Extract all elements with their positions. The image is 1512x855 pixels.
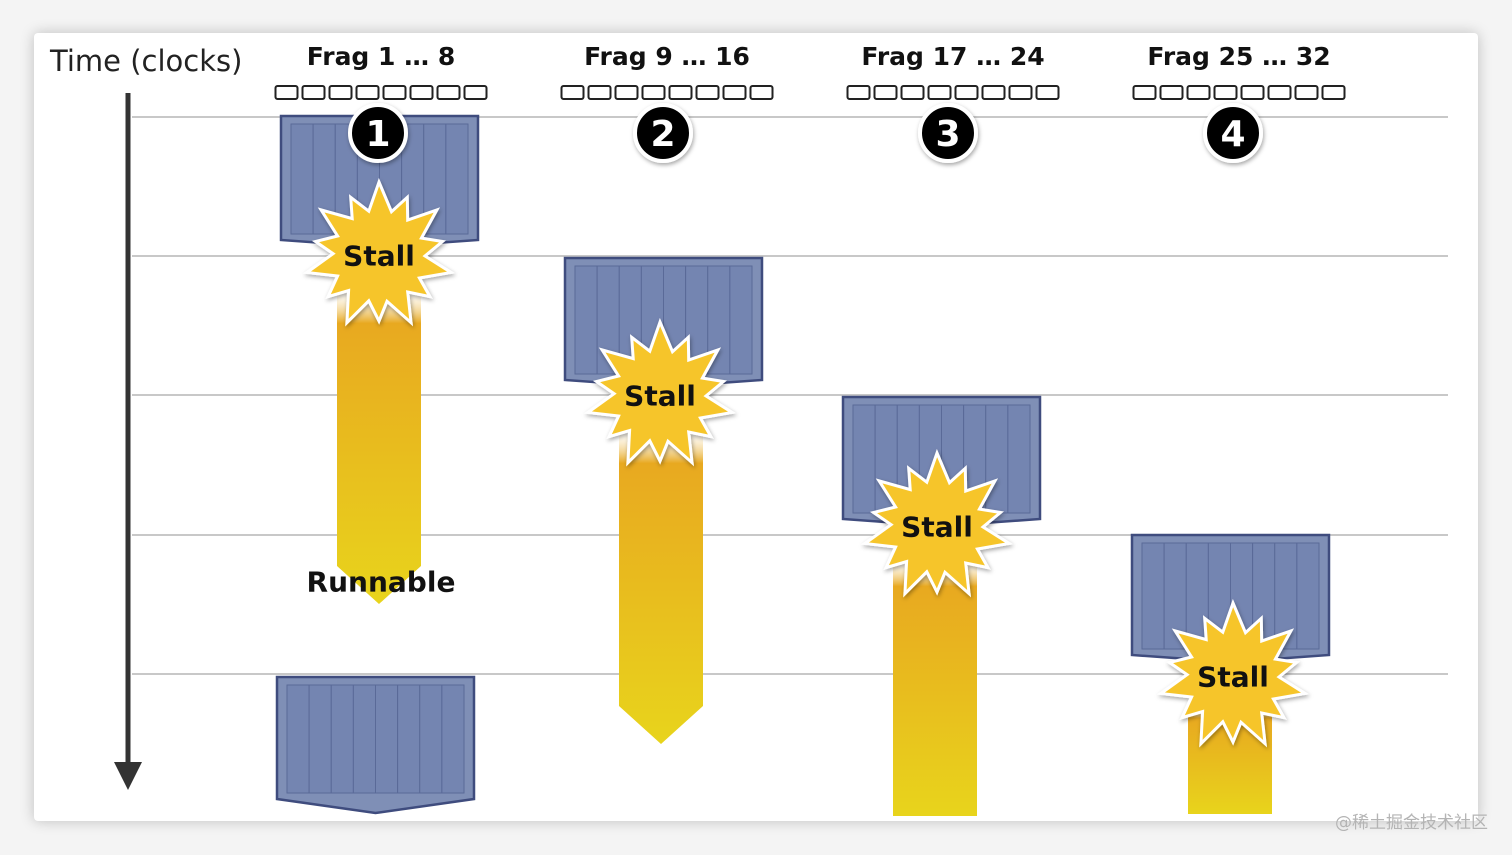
badge-number: 3 [935, 114, 960, 155]
time-axis-label: Time (clocks) [50, 44, 243, 78]
badge-circle [1203, 103, 1263, 163]
fragment-square [1294, 85, 1319, 100]
fragment-square [382, 85, 407, 100]
fragment-square [846, 85, 871, 100]
fragment-square [409, 85, 434, 100]
badge-number: 4 [1220, 114, 1245, 155]
fragment-square [1321, 85, 1346, 100]
fragment-square [301, 85, 326, 100]
lane [852, 404, 876, 514]
lane [286, 684, 310, 794]
fragment-square [1240, 85, 1265, 100]
group-number-badge-3: 3 [918, 103, 978, 163]
runnable-bar-1 [337, 285, 421, 604]
fragment-square [695, 85, 720, 100]
badge-number: 2 [650, 114, 675, 155]
lane [441, 684, 465, 794]
lane [308, 684, 332, 794]
fragment-square [927, 85, 952, 100]
fragment-square [1132, 85, 1157, 100]
fragment-square [274, 85, 299, 100]
lane [397, 684, 421, 794]
lane [729, 265, 753, 375]
fragment-square [668, 85, 693, 100]
stall-label-1: Stall [343, 239, 415, 273]
runnable-bar-2 [619, 425, 703, 744]
fragment-square [1213, 85, 1238, 100]
stall-burst-2 [583, 317, 737, 467]
lane [1296, 542, 1320, 650]
fragment-square [1008, 85, 1033, 100]
fragment-square [981, 85, 1006, 100]
fragment-square [1267, 85, 1292, 100]
fragment-square [1186, 85, 1211, 100]
group-number-badge-1: 1 [348, 103, 408, 163]
fragment-square [900, 85, 925, 100]
fragment-square [614, 85, 639, 100]
frag-label-4: Frag 25 … 32 [1147, 42, 1331, 71]
lane [574, 265, 598, 375]
stall-label-4: Stall [1197, 660, 1269, 694]
badge-number: 1 [365, 114, 390, 155]
lane [330, 684, 354, 794]
lane [352, 684, 376, 794]
badge-circle [918, 103, 978, 163]
shader-block-5 [275, 675, 476, 815]
fragment-square [328, 85, 353, 100]
fragment-square [641, 85, 666, 100]
fragment-row-4 [1132, 85, 1346, 100]
stall-burst-4 [1156, 598, 1310, 748]
fragment-square [560, 85, 585, 100]
group-number-badge-2: 2 [633, 103, 693, 163]
fragment-row-1 [274, 85, 488, 100]
lane [375, 684, 399, 794]
fragment-row-2 [560, 85, 774, 100]
badge-circle [348, 103, 408, 163]
lane [985, 404, 1009, 514]
fragment-square [954, 85, 979, 100]
stall-label-2: Stall [624, 379, 696, 413]
runnable-bar-3 [893, 555, 977, 816]
fragment-square [1035, 85, 1060, 100]
lane [290, 123, 314, 235]
stall-label-3: Stall [901, 510, 973, 544]
time-axis-arrowhead [114, 762, 142, 790]
frag-label-1: Frag 1 … 8 [306, 42, 456, 71]
fragment-square [463, 85, 488, 100]
stall-burst-3 [860, 448, 1014, 598]
group-number-badge-4: 4 [1203, 103, 1263, 163]
fragment-square [1159, 85, 1184, 100]
lane [419, 684, 443, 794]
fragment-square [587, 85, 612, 100]
lane [1007, 404, 1031, 514]
fragment-square [722, 85, 747, 100]
runnable-label: Runnable [306, 565, 456, 599]
stall-burst-1 [302, 177, 456, 327]
lane [445, 123, 469, 235]
frag-label-2: Frag 9 … 16 [584, 42, 750, 71]
fragment-square [749, 85, 774, 100]
fragment-row-3 [846, 85, 1060, 100]
frag-label-3: Frag 17 … 24 [861, 42, 1045, 71]
lane [1141, 542, 1165, 650]
watermark: @稀土掘金技术社区 [1335, 813, 1488, 833]
fragment-square [873, 85, 898, 100]
fragment-square [436, 85, 461, 100]
fragment-square [355, 85, 380, 100]
badge-circle [633, 103, 693, 163]
